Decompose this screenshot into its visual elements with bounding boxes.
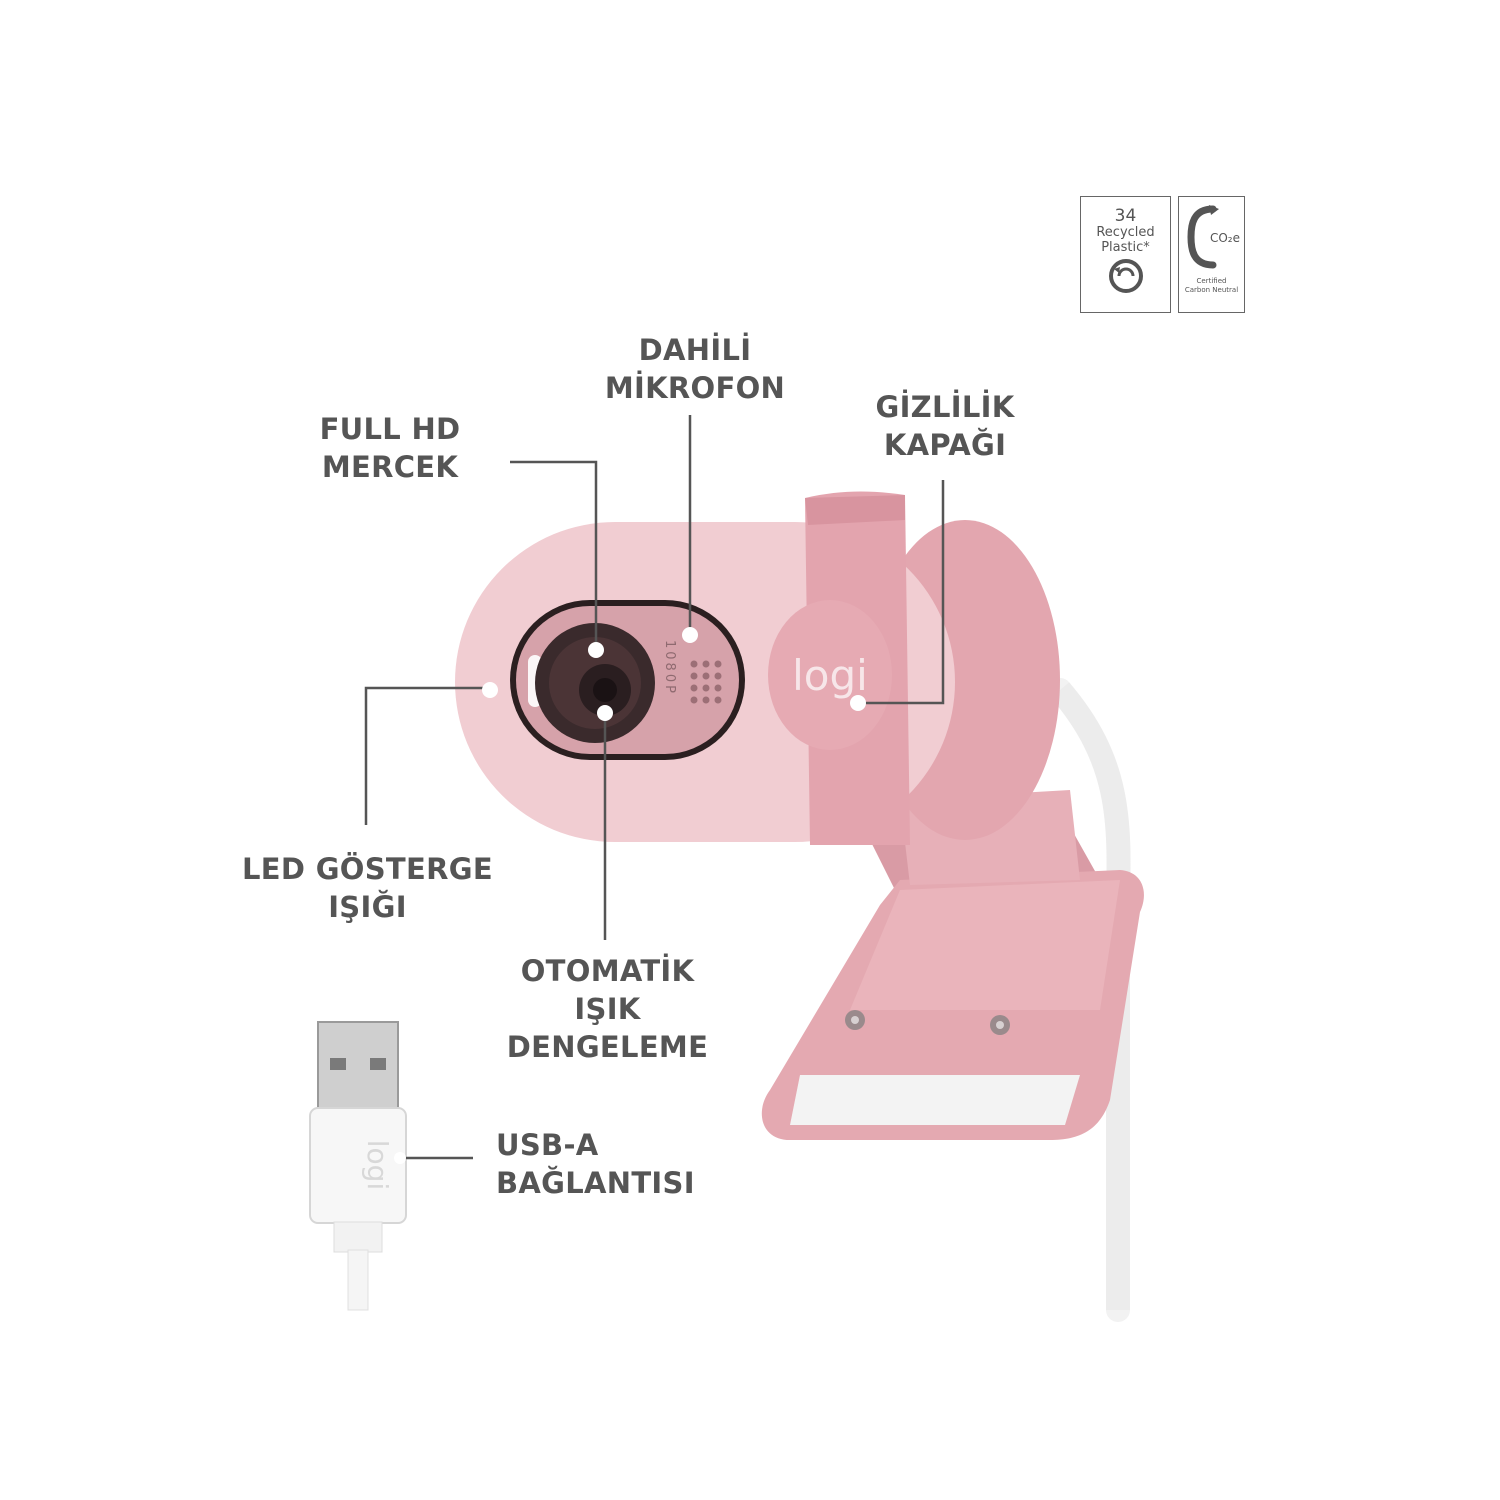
led-label-line1: LED GÖSTERGE — [242, 852, 493, 886]
recycled-number: 34 — [1114, 206, 1137, 226]
led-callout-dot — [482, 682, 498, 698]
co2e-mark: CO₂e — [1209, 231, 1241, 245]
usb-a-connector: logi — [309, 1021, 407, 1311]
privacy-label-line1: GİZLİLİK — [875, 390, 1015, 424]
mic-label-line2: MİKROFON — [604, 371, 786, 405]
lens-label: FULL HD MERCEK — [300, 410, 480, 486]
usb-label-line1: USB-A — [496, 1128, 599, 1162]
microphone-grille — [690, 660, 722, 704]
resolution-mark: 1080P — [662, 640, 677, 696]
privacy-shutter — [768, 491, 910, 845]
usb-callout-dot — [394, 1152, 406, 1164]
mount-base — [761, 790, 1144, 1140]
svg-text:logi: logi — [361, 1140, 394, 1190]
light-label-line1: OTOMATİK IŞIK — [520, 954, 695, 1026]
lens-label-line2: MERCEK — [321, 450, 459, 484]
carbon-c-icon — [1187, 205, 1219, 269]
carbon-neutral-badge: CO₂e Certified Carbon Neutral — [1178, 196, 1245, 313]
recycle-icon — [1109, 259, 1143, 293]
brand-logo: logi — [792, 651, 868, 700]
led-leader-line — [364, 686, 490, 825]
light-label-line2: DENGELEME — [506, 1030, 709, 1064]
usb-label: USB-A BAĞLANTISI — [496, 1126, 696, 1202]
privacy-leader-line — [858, 480, 945, 705]
lens-callout-dot — [588, 642, 604, 658]
mic-label-line1: DAHİLİ — [638, 333, 752, 367]
privacy-callout-dot — [850, 695, 866, 711]
mic-label: DAHİLİ MİKROFON — [600, 331, 790, 407]
mic-callout-dot — [682, 627, 698, 643]
recycled-plastic-badge: 34 Recycled Plastic* — [1080, 196, 1171, 313]
usb-label-line2: BAĞLANTISI — [496, 1166, 695, 1200]
led-label: LED GÖSTERGE IŞIĞI — [240, 850, 495, 926]
carbon-line1: Certified — [1196, 277, 1227, 285]
privacy-label-line2: KAPAĞI — [883, 428, 1007, 462]
light-label: OTOMATİK IŞIK DENGELEME — [485, 952, 730, 1066]
light-callout-dot — [597, 705, 613, 721]
carbon-line2: Carbon Neutral — [1184, 286, 1239, 294]
lens-label-line1: FULL HD — [319, 412, 461, 446]
lens-leader-line — [510, 460, 598, 650]
recycled-line2: Plastic* — [1101, 240, 1150, 255]
privacy-label: GİZLİLİK KAPAĞI — [855, 388, 1035, 464]
callout-dots — [394, 627, 866, 1164]
leader-lines — [364, 415, 945, 1160]
recycled-line1: Recycled — [1096, 225, 1155, 240]
led-label-line2: IŞIĞI — [328, 890, 407, 924]
